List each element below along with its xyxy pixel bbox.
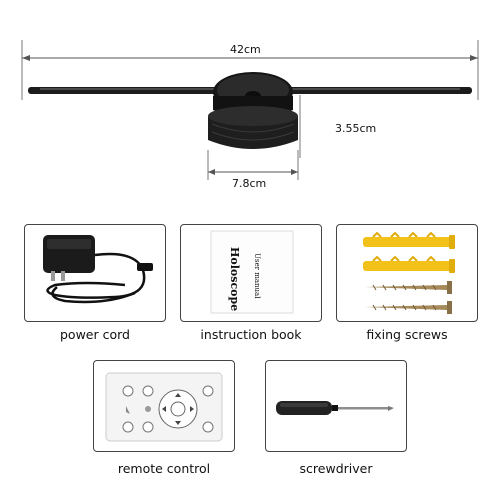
remote-control-caption: remote control xyxy=(117,461,211,476)
book-title: Holoscope xyxy=(228,247,241,312)
screwdriver-icon xyxy=(276,401,394,415)
instruction-book-card: Holoscope User manual xyxy=(180,224,322,322)
remote-control-card xyxy=(93,360,235,452)
width-dimension-label: 42cm xyxy=(230,43,261,56)
screwdriver-caption: screwdriver xyxy=(299,461,373,476)
base-dimension-label: 7.8cm xyxy=(232,177,267,190)
book-subtitle: User manual xyxy=(253,253,261,299)
book-icon xyxy=(210,230,294,314)
instruction-book-caption: instruction book xyxy=(200,327,302,342)
screwdriver-card xyxy=(265,360,407,452)
hologram-fan-illustration xyxy=(21,40,479,180)
fixing-screws-caption: fixing screws xyxy=(366,327,448,342)
fixing-screws-card xyxy=(336,224,478,322)
remote-icon xyxy=(105,372,223,442)
power-cord-icon xyxy=(43,235,153,304)
screws-icon xyxy=(363,231,455,314)
power-cord-card xyxy=(24,224,166,322)
depth-dimension-label: 3.55cm xyxy=(335,122,377,135)
power-cord-caption: power cord xyxy=(60,327,130,342)
